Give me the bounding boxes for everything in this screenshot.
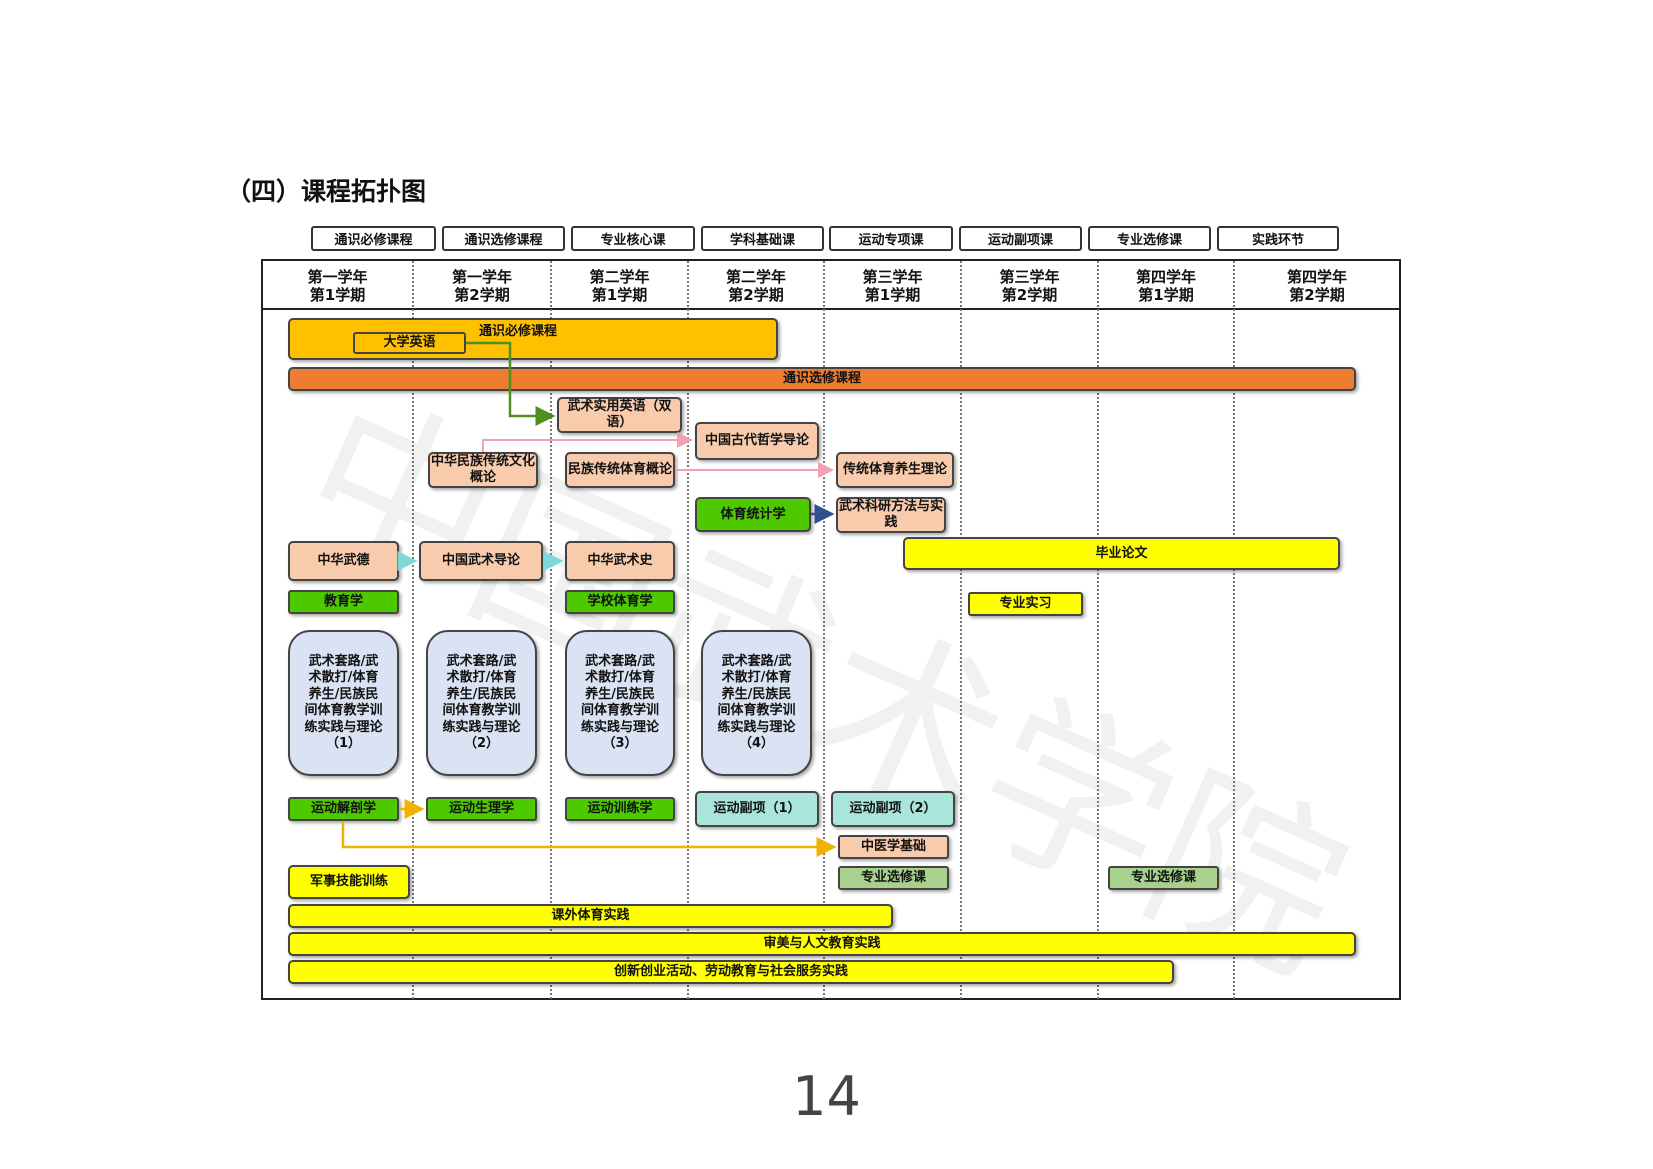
legend-sport-minor: 运动副项课 <box>959 226 1082 251</box>
semester-year: 第二学年 <box>589 268 650 286</box>
semester-header: 第一学年第1学期 <box>263 264 412 308</box>
semester-header: 第二学年第1学期 <box>552 264 687 308</box>
course-pedagogy: 教育学 <box>288 590 399 614</box>
course-chinese-philosophy: 中国古代哲学导论 <box>695 422 819 460</box>
legend-general-required: 通识必修课程 <box>311 226 436 251</box>
legend-major-elective: 专业选修课 <box>1088 226 1211 251</box>
legend-general-elective: 通识选修课程 <box>442 226 565 251</box>
legend-label: 专业选修课 <box>1116 233 1182 248</box>
legend-label: 运动专项课 <box>858 233 924 248</box>
course-wushu-intro: 中国武术导论 <box>419 541 543 581</box>
header-separator <box>261 308 1401 310</box>
course-research-methods: 武术科研方法与实践 <box>836 497 946 533</box>
legend-label: 专业核心课 <box>600 233 666 248</box>
semester-term: 第2学期 <box>1001 286 1058 304</box>
semester-year: 第四学年 <box>1135 268 1196 286</box>
semester-header: 第三学年第1学期 <box>825 264 960 308</box>
page-number: 14 <box>792 1065 861 1128</box>
semester-header: 第四学年第2学期 <box>1235 264 1399 308</box>
course-specialty-2: 武术套路/武术散打/体育养生/民族民间体育教学训练实践与理论（2） <box>426 630 537 776</box>
semester-header: 第四学年第1学期 <box>1099 264 1233 308</box>
column-divider <box>687 261 689 999</box>
legend-label: 学科基础课 <box>729 233 795 248</box>
course-school-pe: 学校体育学 <box>565 590 675 614</box>
course-specialty-3: 武术套路/武术散打/体育养生/民族民间体育教学训练实践与理论（3） <box>565 630 675 776</box>
practice-aesthetic: 审美与人文教育实践 <box>288 932 1356 956</box>
semester-header: 第一学年第2学期 <box>414 264 550 308</box>
section-title: （四）课程拓扑图 <box>226 177 427 206</box>
course-ethnic-sports: 民族传统体育概论 <box>565 452 675 488</box>
legend-subject-basic: 学科基础课 <box>701 226 824 251</box>
diagram-frame <box>261 259 1401 1000</box>
course-minor-1: 运动副项（1） <box>695 791 819 827</box>
column-divider <box>960 261 962 999</box>
course-internship: 专业实习 <box>968 592 1083 616</box>
general-elective-bar: 通识选修课程 <box>288 367 1356 391</box>
column-divider <box>1097 261 1099 999</box>
course-tcm-basics: 中医学基础 <box>838 835 949 859</box>
legend-label: 实践环节 <box>1251 233 1304 248</box>
semester-year: 第三学年 <box>999 268 1060 286</box>
semester-year: 第三学年 <box>862 268 923 286</box>
semester-term: 第1学期 <box>1138 286 1194 304</box>
column-divider <box>550 261 552 999</box>
practice-innovation: 创新创业活动、劳动教育与社会服务实践 <box>288 960 1174 984</box>
column-divider <box>412 261 414 999</box>
semester-term: 第1学期 <box>309 286 366 304</box>
bar-label: 通识必修课程 <box>478 324 557 339</box>
legend-practice: 实践环节 <box>1217 226 1339 251</box>
course-wushu-english: 武术实用英语（双语） <box>557 397 682 433</box>
semester-year: 第一学年 <box>307 268 368 286</box>
legend-sport-special: 运动专项课 <box>829 226 953 251</box>
legend-major-core: 专业核心课 <box>571 226 695 251</box>
course-specialty-4: 武术套路/武术散打/体育养生/民族民间体育教学训练实践与理论（4） <box>701 630 812 776</box>
column-divider <box>1233 261 1235 999</box>
course-thesis: 毕业论文 <box>903 537 1340 570</box>
legend-label: 通识必修课程 <box>334 233 413 248</box>
course-major-elective: 专业选修课 <box>1108 866 1219 890</box>
legend-label: 运动副项课 <box>987 233 1053 248</box>
course-minor-2: 运动副项（2） <box>831 791 955 827</box>
semester-year: 第四学年 <box>1286 268 1347 286</box>
course-physiology: 运动生理学 <box>426 797 537 821</box>
semester-term: 第1学期 <box>864 286 921 304</box>
course-specialty-1: 武术套路/武术散打/体育养生/民族民间体育教学训练实践与理论（1） <box>288 630 399 776</box>
course-health-theory: 传统体育养生理论 <box>836 452 954 488</box>
course-major-elective: 专业选修课 <box>838 866 949 890</box>
course-training: 运动训练学 <box>565 797 675 821</box>
course-anatomy: 运动解剖学 <box>288 797 399 821</box>
column-divider <box>823 261 825 999</box>
semester-term: 第2学期 <box>454 286 510 304</box>
course-wushu-history: 中华武术史 <box>565 541 675 581</box>
course-military-training: 军事技能训练 <box>288 865 410 899</box>
semester-term: 第2学期 <box>1289 286 1345 304</box>
semester-term: 第1学期 <box>591 286 648 304</box>
course-martial-ethics: 中华武德 <box>288 541 399 581</box>
semester-term: 第2学期 <box>728 286 784 304</box>
course-college-english: 大学英语 <box>353 332 466 354</box>
semester-header: 第二学年第2学期 <box>689 264 823 308</box>
semester-year: 第二学年 <box>725 268 786 286</box>
course-national-culture: 中华民族传统文化概论 <box>428 452 538 488</box>
practice-extracurricular: 课外体育实践 <box>288 904 893 928</box>
course-sports-statistics: 体育统计学 <box>695 497 811 532</box>
semester-header: 第三学年第2学期 <box>962 264 1097 308</box>
legend-label: 通识选修课程 <box>464 233 543 248</box>
semester-year: 第一学年 <box>451 268 512 286</box>
